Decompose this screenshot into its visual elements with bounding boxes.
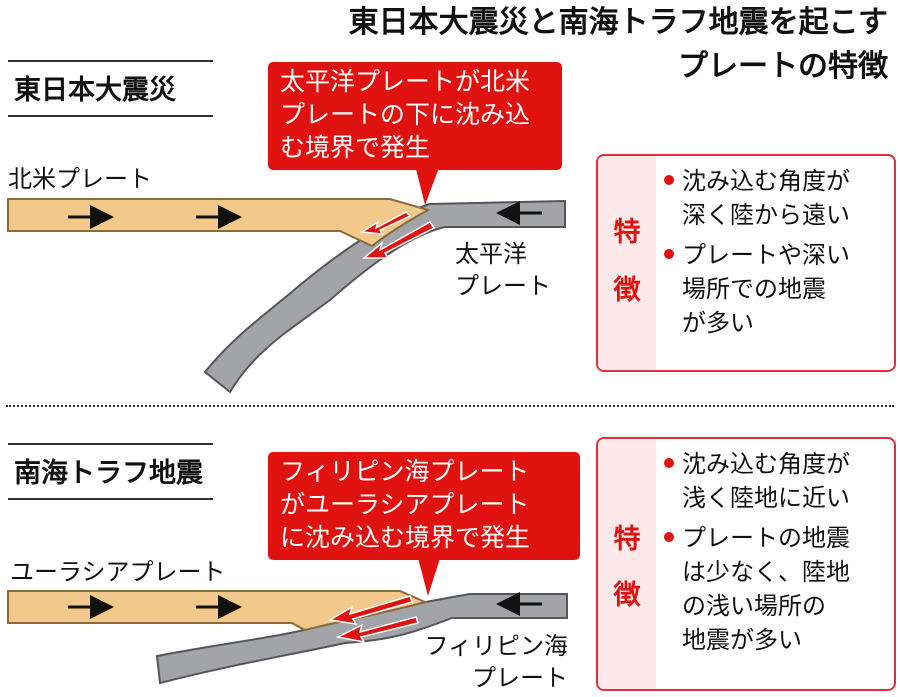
- feature-item: 沈み込む角度が 浅く陸地に近い: [660, 447, 888, 515]
- eurasian-plate-label: ユーラシアプレート: [10, 558, 226, 586]
- bullet-icon: [664, 532, 674, 542]
- slip-arrow-icon: [335, 616, 419, 644]
- callout-line: 太平洋プレートが北米: [280, 67, 531, 96]
- title-line-1: 東日本大震災と南海トラフ地震を起こす: [348, 5, 888, 40]
- feature-line: 場所での地震: [682, 275, 826, 303]
- callout-line: に沈み込む境界で発生: [280, 523, 531, 552]
- callout-tohoku: 太平洋プレートが北米 プレートの下に沈み込 む境界で発生: [268, 62, 562, 170]
- section-label-tohoku: 東日本大震災: [8, 60, 213, 117]
- feature-line: プレートの地震: [682, 524, 850, 552]
- features-box-nankai: 特 徴 沈み込む角度が 浅く陸地に近い プレートの地震 は少なく、陸地 の浅い場…: [596, 437, 896, 691]
- plate-label-line: プレート: [455, 272, 551, 300]
- callout-line: プレートの下に沈み込: [280, 100, 531, 129]
- north-american-plate-shape: [7, 198, 431, 248]
- plate-label-line: プレート: [472, 664, 568, 692]
- feature-line: 深く陸から遠い: [682, 201, 850, 229]
- feature-item: プレートや深い 場所での地震 が多い: [660, 238, 888, 340]
- slip-arrow-icon: [327, 595, 413, 625]
- feature-item: プレートの地震 は少なく、陸地 の浅い場所の 地震が多い: [660, 521, 888, 657]
- feature-line: の浅い場所の: [682, 592, 826, 620]
- feature-line: 地震が多い: [682, 626, 802, 654]
- feature-line: 浅く陸地に近い: [682, 484, 850, 512]
- features-heading-char: 徴: [613, 275, 641, 306]
- feature-line: が多い: [682, 309, 754, 337]
- page-title: 東日本大震災と南海トラフ地震を起こす プレートの特徴: [188, 4, 888, 94]
- features-heading-char: 徴: [613, 580, 641, 611]
- north-american-plate-label: 北米プレート: [8, 165, 152, 193]
- feature-line: は少なく、陸地: [682, 558, 850, 586]
- section-label-nankai: 南海トラフ地震: [8, 443, 213, 500]
- pacific-plate-label: 太平洋 プレート: [455, 238, 551, 302]
- feature-line: 沈み込む角度が: [682, 167, 850, 195]
- plate-label-line: フィリピン海: [424, 632, 568, 660]
- callout-pointer: [415, 165, 440, 205]
- title-line-2: プレートの特徴: [678, 49, 888, 84]
- nankai-diagram: [7, 558, 568, 685]
- section-divider: [6, 405, 894, 407]
- features-heading: 特 徴: [598, 439, 656, 689]
- slip-arrow-icon: [359, 211, 412, 235]
- plate-label-line: 太平洋: [455, 240, 527, 268]
- bullet-icon: [664, 458, 674, 468]
- features-box-tohoku: 特 徴 沈み込む角度が 深く陸から遠い プレートや深い 場所での地震 が多い: [596, 154, 896, 372]
- callout-line: がユーラシアプレート: [280, 490, 530, 519]
- pacific-plate-shape: [203, 199, 566, 394]
- feature-item: 沈み込む角度が 深く陸から遠い: [660, 164, 888, 232]
- callout-pointer: [418, 558, 440, 596]
- callout-line: フィリピン海プレート: [280, 457, 530, 486]
- features-list: 沈み込む角度が 深く陸から遠い プレートや深い 場所での地震 が多い: [660, 164, 888, 346]
- features-list: 沈み込む角度が 浅く陸地に近い プレートの地震 は少なく、陸地 の浅い場所の 地…: [660, 447, 888, 663]
- callout-nankai: フィリピン海プレート がユーラシアプレート に沈み込む境界で発生: [268, 452, 580, 560]
- feature-line: 沈み込む角度が: [682, 450, 850, 478]
- features-heading-char: 特: [613, 524, 641, 555]
- tohoku-diagram: [7, 165, 566, 394]
- slip-arrow-icon: [361, 221, 436, 259]
- bullet-icon: [664, 175, 674, 185]
- feature-line: プレートや深い: [682, 241, 850, 269]
- features-heading: 特 徴: [598, 156, 656, 370]
- features-heading-char: 特: [613, 217, 641, 248]
- callout-line: む境界で発生: [280, 133, 431, 162]
- bullet-icon: [664, 249, 674, 259]
- philippine-sea-plate-label: フィリピン海 プレート: [420, 630, 568, 694]
